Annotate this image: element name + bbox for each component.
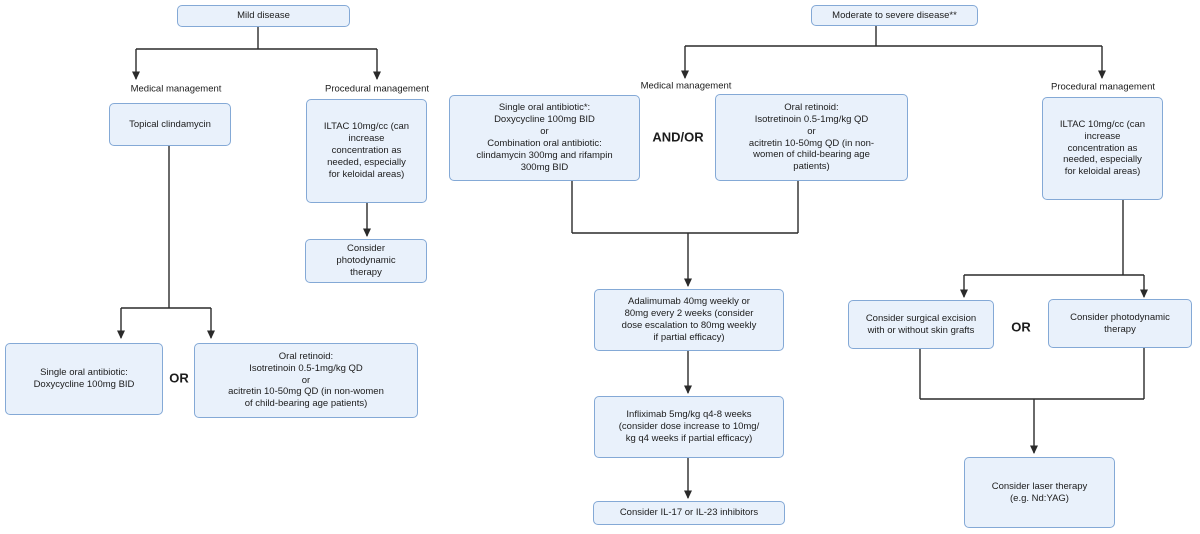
flow-node-label: Adalimumab 40mg weekly or 80mg every 2 w… [621,296,757,343]
flow-node-oral-retinoid-mod: Oral retinoid: Isotretinoin 0.5-1mg/kg Q… [715,94,908,181]
flow-node-mild-disease: Mild disease [177,5,350,27]
flow-node-topical-clindamycin: Topical clindamycin [109,103,231,146]
flow-label-procedural-management-mild: Procedural management [324,83,430,95]
flow-node-label: Consider IL-17 or IL-23 inhibitors [619,507,759,519]
flow-node-iltac-mild: ILTAC 10mg/cc (can increase concentratio… [306,99,427,203]
flow-node-label: ILTAC 10mg/cc (can increase concentratio… [323,121,410,180]
flow-node-label: Consider surgical excision with or witho… [865,312,977,336]
flow-label-or-mod: OR [1011,319,1031,335]
flow-node-surgical-excision: Consider surgical excision with or witho… [848,300,994,349]
flow-node-label: Moderate to severe disease** [832,9,957,21]
flow-node-iltac-mod: ILTAC 10mg/cc (can increase concentratio… [1042,97,1163,200]
flow-node-il17-il23-inhibitors: Consider IL-17 or IL-23 inhibitors [593,501,785,525]
flow-label-procedural-management-mod: Procedural management [1050,81,1156,93]
flow-node-label: Consider laser therapy (e.g. Nd:YAG) [991,480,1088,504]
flow-node-label: Topical clindamycin [129,118,211,130]
flow-node-photodynamic-mild: Consider photodynamic therapy [305,239,427,283]
flow-label-and-or-mod: AND/OR [652,129,704,145]
flow-node-photodynamic-mod: Consider photodynamic therapy [1048,299,1192,348]
flow-node-label: Infliximab 5mg/kg q4-8 weeks (consider d… [618,409,760,444]
flow-node-adalimumab: Adalimumab 40mg weekly or 80mg every 2 w… [594,289,784,351]
flow-node-label: Oral retinoid: Isotretinoin 0.5-1mg/kg Q… [228,350,384,410]
flow-node-single-oral-antibiotic-mild: Single oral antibiotic: Doxycycline 100m… [5,343,163,415]
flow-node-label: Single oral antibiotic: Doxycycline 100m… [33,367,135,390]
flow-node-oral-retinoid-mild: Oral retinoid: Isotretinoin 0.5-1mg/kg Q… [194,343,418,418]
flow-node-laser-therapy: Consider laser therapy (e.g. Nd:YAG) [964,457,1115,528]
flow-node-moderate-severe-disease: Moderate to severe disease** [811,5,978,26]
flow-node-label: Consider photodynamic therapy [336,243,396,278]
flow-node-label: Oral retinoid: Isotretinoin 0.5-1mg/kg Q… [748,101,875,173]
flow-node-label: Mild disease [237,10,290,22]
flow-node-single-oral-antibiotic-mod: Single oral antibiotic*: Doxycycline 100… [449,95,640,181]
flow-label-or-mild: OR [169,370,189,386]
flow-label-medical-management-mod: Medical management [640,80,732,92]
flow-node-label: ILTAC 10mg/cc (can increase concentratio… [1059,118,1146,178]
flow-node-infliximab: Infliximab 5mg/kg q4-8 weeks (consider d… [594,396,784,458]
flow-node-label: Single oral antibiotic*: Doxycycline 100… [476,102,613,173]
flow-label-medical-management-mild: Medical management [130,83,222,95]
flow-node-label: Consider photodynamic therapy [1070,311,1170,335]
